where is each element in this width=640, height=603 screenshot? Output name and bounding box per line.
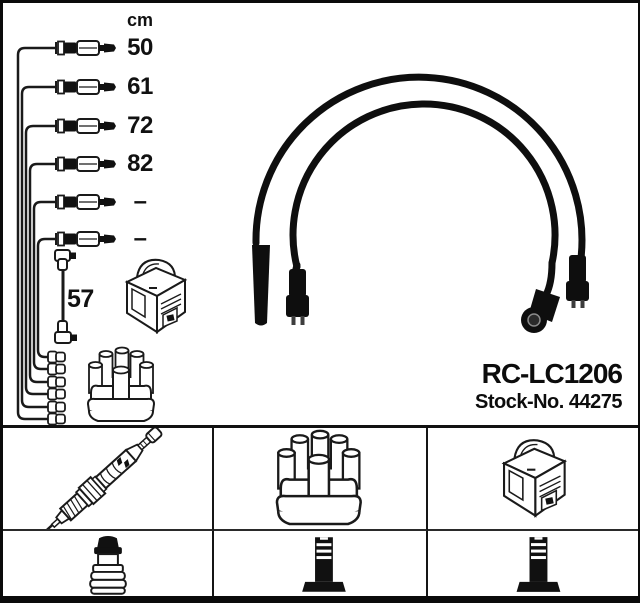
compat-cell-din-terminal xyxy=(428,531,638,596)
cable-length-label: 50 xyxy=(127,34,153,61)
straight-connector-end xyxy=(569,255,586,283)
cable-lengths-diagram xyxy=(16,40,186,426)
compat-cell-ignition-coil xyxy=(428,428,638,531)
compatibility-table xyxy=(3,425,638,596)
ignition-cables-illustration xyxy=(252,73,589,333)
cable-length-label: 61 xyxy=(127,73,153,100)
spark-plug-icon xyxy=(46,428,163,529)
compat-cell-plug-terminal xyxy=(3,531,214,596)
distributor-cap-icon xyxy=(275,429,362,526)
inner-cable xyxy=(289,100,559,271)
ignition-coil-small-art xyxy=(126,258,186,333)
stock-number: Stock-No. 44275 xyxy=(474,391,623,413)
product-id-block: RC-LC1206 Stock-No. 44275 xyxy=(474,358,623,414)
straight-connector-end xyxy=(289,269,306,297)
distributor-cap-small-art xyxy=(87,346,155,422)
outer-cable xyxy=(252,73,586,262)
coil-cable-length-label: 57 xyxy=(67,285,94,313)
unit-header: cm xyxy=(126,10,153,30)
din-terminal-stud-icon xyxy=(302,537,346,592)
cable-length-label: 72 xyxy=(127,112,153,139)
coil-lead-illustration xyxy=(54,249,77,344)
din-terminal-stud-icon xyxy=(516,537,561,592)
cable-length-label: – xyxy=(133,188,147,215)
compat-cell-distributor-cap xyxy=(214,428,428,531)
cable-length-label: 82 xyxy=(127,150,153,177)
compat-cell-din-terminal xyxy=(214,531,428,596)
cable-length-label: – xyxy=(133,225,147,252)
plug-terminal-nut-icon xyxy=(89,536,127,595)
compat-cell-spark-plug xyxy=(3,428,214,531)
product-code: RC-LC1206 xyxy=(481,358,623,389)
long-boot-end xyxy=(252,245,270,326)
ignition-coil-icon xyxy=(502,439,566,517)
